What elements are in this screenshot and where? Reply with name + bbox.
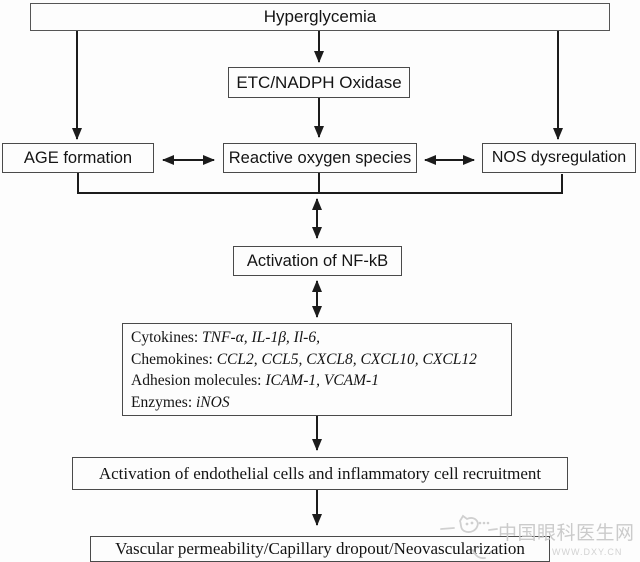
mediator-items: CCL2, CCL5, CXCL8, CXCL10, CXCL12 bbox=[216, 350, 477, 368]
node-etc-nadph-oxidase: ETC/NADPH Oxidase bbox=[228, 67, 410, 98]
mediator-line-cytokines: Cytokines: TNF-α, IL-1β, Il-6, bbox=[131, 327, 503, 349]
watermark-url: WWW.DXY.CN bbox=[552, 547, 623, 557]
node-endothelial-activation: Activation of endothelial cells and infl… bbox=[72, 457, 568, 490]
mediator-line-enzymes: Enzymes: iNOS bbox=[131, 392, 503, 414]
mediator-category-label: Enzymes: bbox=[131, 393, 193, 411]
mediator-category-label: Cytokines: bbox=[131, 329, 199, 346]
mediator-category-label: Adhesion molecules: bbox=[131, 372, 262, 389]
node-inflammatory-mediators: Cytokines: TNF-α, IL-1β, Il-6, Chemokine… bbox=[122, 323, 512, 416]
mediator-category-label: Chemokines: bbox=[131, 350, 213, 368]
mediator-items: TNF-α, IL-1β, Il-6, bbox=[202, 329, 320, 346]
mediator-items: ICAM-1, VCAM-1 bbox=[265, 372, 379, 389]
node-nfkb-activation: Activation of NF-kB bbox=[233, 246, 402, 276]
node-nos-dysregulation: NOS dysregulation bbox=[482, 143, 636, 173]
node-reactive-oxygen-species: Reactive oxygen species bbox=[223, 143, 417, 173]
node-age-formation: AGE formation bbox=[2, 143, 154, 173]
mediator-line-adhesion-molecules: Adhesion molecules: ICAM-1, VCAM-1 bbox=[131, 370, 503, 392]
node-hyperglycemia: Hyperglycemia bbox=[30, 3, 610, 31]
node-vascular-outcomes: Vascular permeability/Capillary dropout/… bbox=[90, 536, 550, 562]
mediator-line-chemokines: Chemokines: CCL2, CCL5, CXCL8, CXCL10, C… bbox=[131, 349, 503, 371]
mediator-items: iNOS bbox=[196, 393, 230, 411]
